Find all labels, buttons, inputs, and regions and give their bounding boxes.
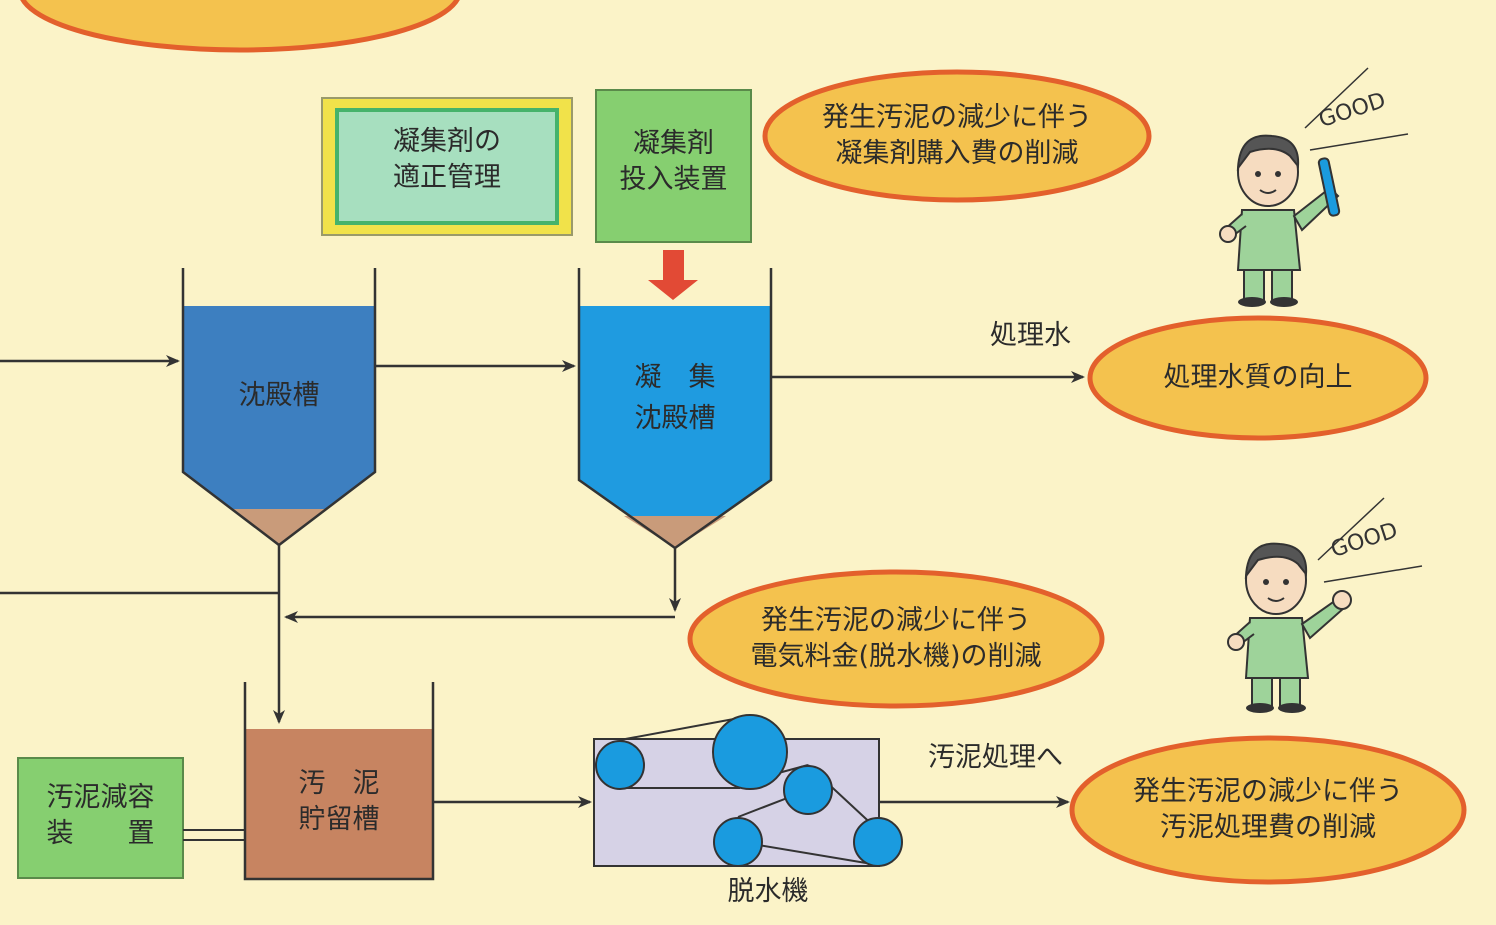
sludge-reduction-box	[17, 757, 184, 879]
red-down-arrow-icon	[648, 250, 698, 300]
benefit-coagulant-cost: 発生汚泥の減少に伴う 凝集剤購入費の削減	[765, 72, 1149, 200]
benefit-water-quality-text: 処理水質の向上	[1163, 361, 1353, 393]
settling-tank-label: 沈殿槽	[238, 380, 320, 411]
dehydrator-roller	[783, 765, 833, 815]
good-accent-line	[1317, 497, 1385, 561]
coag-tank-sludge	[624, 516, 726, 548]
dehydrator-roller	[595, 740, 645, 790]
sludge-storage-outline	[243, 682, 435, 881]
sludge-storage-label: 汚 泥 貯留槽	[298, 768, 380, 836]
benefit-ellipse-electricity	[687, 569, 1105, 709]
dehydrator-roller	[712, 714, 788, 790]
good-accent-line	[1304, 67, 1369, 129]
coag-tank-water	[579, 306, 771, 548]
coagulant-feeder-label: 凝集剤 投入装置	[619, 128, 728, 196]
to-sludge-treatment-label: 汚泥処理へ	[928, 742, 1063, 773]
businessman-thumbs-up-icon	[1219, 134, 1341, 307]
benefit-ellipse-coagulant	[762, 69, 1152, 203]
coagulant-management-label: 凝集剤の 適正管理	[393, 126, 501, 194]
benefit-sludge-cost: 発生汚泥の減少に伴う 汚泥処理費の削減	[1072, 738, 1464, 882]
benefit-coagulant-cost-text: 発生汚泥の減少に伴う 凝集剤購入費の削減	[822, 101, 1092, 169]
benefit-water-quality: 処理水質の向上	[1090, 318, 1426, 438]
dehydrator-label: 脱水機	[727, 876, 809, 907]
businessman-thumbs-up-icon	[1227, 542, 1352, 713]
partial-top-ellipse	[20, 0, 460, 53]
benefit-electricity-cost-text: 発生汚泥の減少に伴う 電気料金(脱水機)の削減	[750, 604, 1042, 672]
coagulant-feeder-box	[595, 89, 752, 243]
sludge-storage-fill	[245, 729, 433, 879]
benefit-sludge-cost-text: 発生汚泥の減少に伴う 汚泥処理費の削減	[1133, 775, 1403, 843]
benefit-ellipse-water-quality	[1087, 315, 1429, 441]
coagulant-management-inner	[335, 108, 559, 225]
dehydrator-roller	[713, 817, 763, 867]
benefit-ellipse-sludge	[1069, 735, 1467, 885]
settling-tank-sludge	[230, 509, 328, 545]
sludge-reduction-label: 汚泥減容 装 置	[46, 782, 155, 850]
dehydrator-roller	[853, 817, 903, 867]
dehydrator-belt	[619, 715, 879, 866]
treated-water-label: 処理水	[990, 320, 1071, 351]
good-accent-line	[1309, 133, 1409, 151]
coag-settling-tank-label: 凝 集 沈殿槽	[634, 362, 716, 434]
settling-tank-water	[183, 306, 375, 545]
benefit-electricity-cost: 発生汚泥の減少に伴う 電気料金(脱水機)の削減	[690, 572, 1102, 706]
good-accent-line	[1323, 565, 1423, 583]
